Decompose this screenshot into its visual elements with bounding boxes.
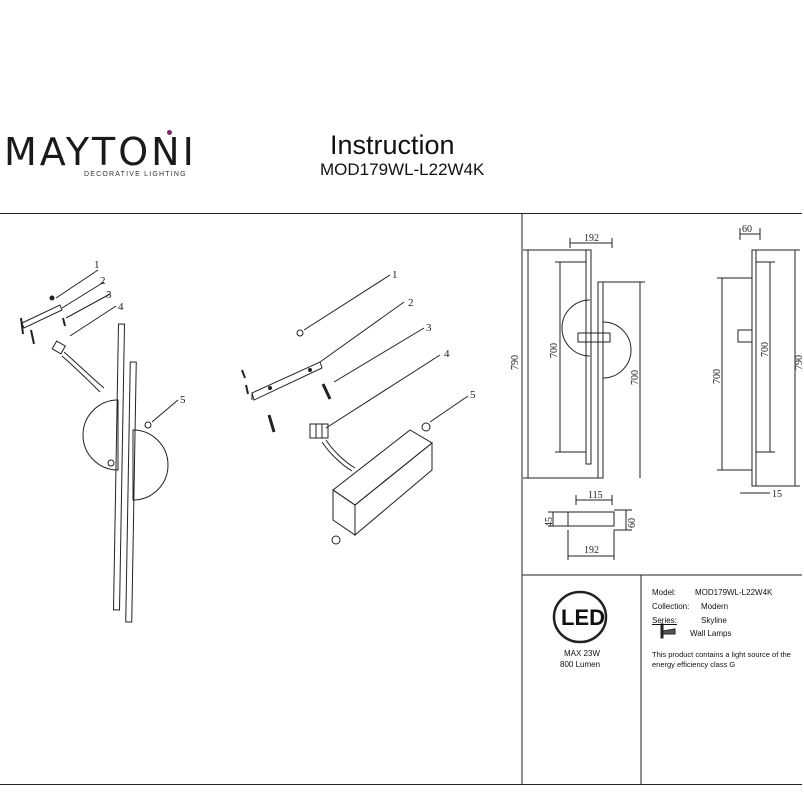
dim-side-bar-height: 700	[760, 342, 771, 357]
exploded-view-left	[20, 269, 179, 623]
dim-side-width: 60	[742, 224, 752, 235]
dim-top-left-depth: 45	[544, 517, 555, 527]
brand-logo: MAYTONI	[4, 130, 197, 174]
spec-series-label: Series:	[652, 616, 677, 625]
top-view	[548, 495, 632, 560]
dim-top-width-upper: 115	[588, 490, 603, 501]
spec-series-value: Skyline	[701, 616, 727, 625]
front-elevation	[523, 238, 645, 479]
spec-collection-label: Collection:	[652, 602, 690, 611]
drawing-frame	[0, 213, 802, 785]
spec-model-value: MOD179WL-L22W4K	[695, 588, 773, 597]
dim-side-total-height: 790	[794, 355, 804, 370]
led-badge-ring	[552, 590, 608, 644]
callout-4-mid: 4	[444, 348, 450, 360]
dim-top-width-lower: 192	[584, 545, 599, 556]
spec-category-value: Wall Lamps	[690, 629, 732, 638]
callout-2-left: 2	[100, 275, 106, 287]
callout-4-left: 4	[118, 301, 124, 313]
spec-model-label: Model:	[652, 588, 677, 597]
callout-5-mid: 5	[470, 389, 476, 401]
spec-energy-note-2: energy efficiency class G	[652, 660, 736, 669]
dim-front-bar-height: 700	[630, 370, 641, 385]
model-subtitle: MOD179WL-L22W4K	[320, 160, 485, 179]
led-badge-text: LED	[561, 605, 605, 630]
dim-side-depth: 15	[772, 489, 782, 500]
page-title: Instruction	[330, 130, 455, 160]
led-power: MAX 23W	[564, 649, 601, 658]
dim-front-width: 192	[584, 233, 599, 244]
brand-tagline: DECORATIVE LIGHTING	[84, 171, 187, 178]
dim-front-inner-height: 700	[549, 343, 560, 358]
callout-5-left: 5	[180, 394, 186, 406]
led-lumen: 800 Lumen	[560, 660, 601, 669]
wall-lamp-icon-shade	[662, 628, 676, 635]
callout-2-mid: 2	[408, 297, 414, 309]
dim-side-inner-height: 700	[712, 369, 723, 384]
side-elevation	[717, 228, 800, 494]
brand-logo-dot	[167, 130, 172, 135]
callout-1-mid: 1	[392, 269, 398, 281]
spec-energy-note-1: This product contains a light source of …	[652, 650, 791, 659]
spec-collection-value: Modern	[701, 602, 729, 611]
dim-top-right-depth: 60	[627, 518, 638, 528]
exploded-view-middle	[241, 274, 469, 545]
callout-3-mid: 3	[426, 322, 432, 334]
callout-3-left: 3	[106, 289, 112, 301]
dim-front-total-height: 790	[510, 355, 521, 370]
callout-1-left: 1	[94, 259, 100, 271]
